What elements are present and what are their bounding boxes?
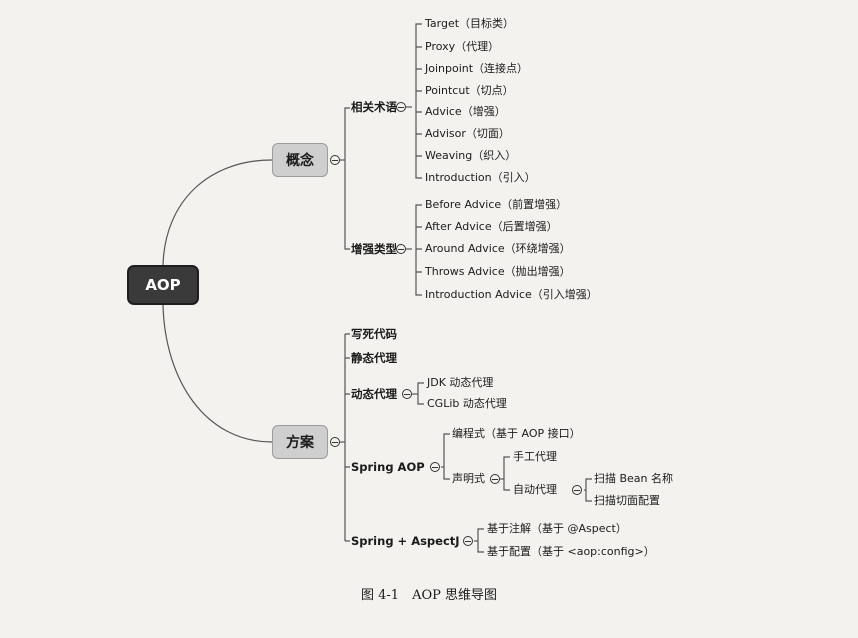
collapse-icon[interactable] xyxy=(490,474,500,484)
advice-types-node[interactable]: 增强类型 xyxy=(351,242,397,256)
auto-proxy-item: 扫描切面配置 xyxy=(594,494,660,507)
spring-aspectj-node[interactable]: Spring + AspectJ xyxy=(351,534,460,548)
connector-concept-terms xyxy=(344,107,350,160)
hardcode-node[interactable]: 写死代码 xyxy=(351,327,397,341)
collapse-icon[interactable] xyxy=(572,485,582,495)
collapse-icon[interactable] xyxy=(330,437,340,447)
dynamic-proxy-item: JDK 动态代理 xyxy=(427,376,494,389)
connector-root-concept xyxy=(162,159,273,266)
auto-proxy-item: 扫描 Bean 名称 xyxy=(594,472,674,485)
term-item: Advice（增强） xyxy=(425,105,506,118)
collapse-icon[interactable] xyxy=(396,244,406,254)
dynamic-proxy-node[interactable]: 动态代理 xyxy=(351,387,397,401)
advice-type-item: After Advice（后置增强） xyxy=(425,220,558,233)
concept-node[interactable]: 概念 xyxy=(272,143,328,177)
collapse-icon[interactable] xyxy=(330,155,340,165)
advice-type-item: Throws Advice（抛出增强） xyxy=(425,265,571,278)
terms-node[interactable]: 相关术语 xyxy=(351,100,397,114)
collapse-icon[interactable] xyxy=(396,102,406,112)
declarative-node[interactable]: 声明式 xyxy=(452,472,485,485)
term-item: Weaving（织入） xyxy=(425,149,517,162)
term-item: Proxy（代理） xyxy=(425,40,500,53)
term-item: Joinpoint（连接点） xyxy=(425,62,529,75)
term-item: Pointcut（切点） xyxy=(425,84,514,97)
term-item: Target（目标类） xyxy=(425,17,515,30)
advice-type-item: Before Advice（前置增强） xyxy=(425,198,568,211)
static-proxy-node[interactable]: 静态代理 xyxy=(351,351,397,365)
term-item: Introduction（引入） xyxy=(425,171,536,184)
advice-type-item: Around Advice（环绕增强） xyxy=(425,242,571,255)
figure-caption: 图 4-1 AOP 思维导图 xyxy=(361,588,497,603)
dynamic-proxy-item: CGLib 动态代理 xyxy=(427,397,507,410)
advice-type-item: Introduction Advice（引入增强） xyxy=(425,288,598,301)
spring-aop-node[interactable]: Spring AOP xyxy=(351,460,425,474)
term-item: Advisor（切面） xyxy=(425,127,510,140)
aspectj-item: 基于注解（基于 @Aspect） xyxy=(487,522,627,535)
auto-proxy-node[interactable]: 自动代理 xyxy=(513,483,557,496)
connector-root-solution xyxy=(162,304,273,443)
programmatic-node: 编程式（基于 AOP 接口） xyxy=(452,427,581,440)
collapse-icon[interactable] xyxy=(430,462,440,472)
collapse-icon[interactable] xyxy=(463,536,473,546)
solution-node[interactable]: 方案 xyxy=(272,425,328,459)
aspectj-item: 基于配置（基于 <aop:config>） xyxy=(487,545,655,558)
collapse-icon[interactable] xyxy=(402,389,412,399)
root-node[interactable]: AOP xyxy=(127,265,199,305)
manual-proxy-node: 手工代理 xyxy=(513,450,557,463)
connector-concept-types xyxy=(344,160,350,250)
